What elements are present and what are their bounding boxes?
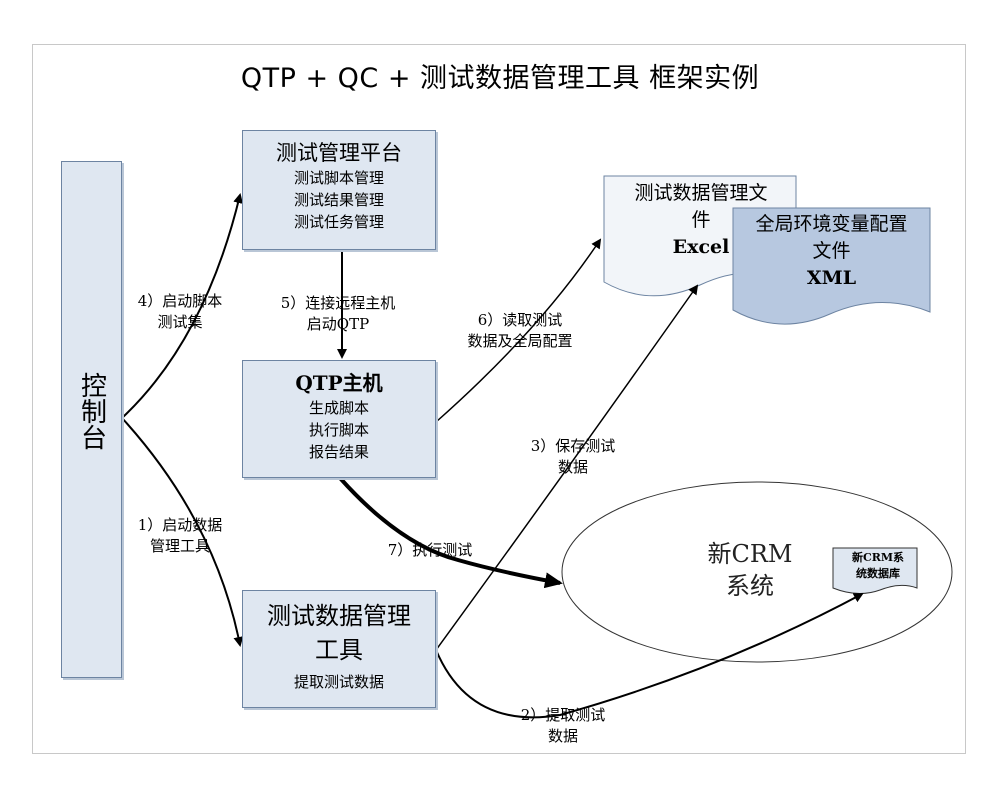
test-mgmt-platform-title: 测试管理平台 — [276, 141, 402, 165]
excel-doc-label: 测试数据管理文 件 Excel — [606, 180, 796, 261]
xml-doc-line: 文件 — [812, 240, 851, 262]
crm-db-label: 新CRM系 统数据库 — [838, 550, 918, 582]
arrow-1-label: 1）启动数据 管理工具 — [128, 515, 232, 557]
crm-db-shape — [832, 547, 918, 594]
xml-doc-line: 全局环境变量配置 — [755, 213, 908, 235]
arrow-2-label: 2）提取测试 数据 — [508, 705, 618, 747]
test-mgmt-platform-item: 测试任务管理 — [293, 213, 384, 231]
arrow-1-label-line: 1）启动数据 — [137, 516, 223, 534]
test-data-tool-title-line: 工具 — [315, 636, 363, 664]
arrow-4-label-line: 4）启动脚本 — [137, 292, 223, 310]
arrow-3-line — [435, 284, 699, 651]
xml-document-shape — [732, 207, 931, 325]
arrow-3-label-line: 3）保存测试 — [530, 437, 616, 455]
arrow-1-label-line: 管理工具 — [149, 537, 210, 555]
qtp-host-item: 执行脚本 — [308, 421, 369, 439]
crm-system-ellipse — [561, 481, 953, 663]
console-label: 控 制 台 — [62, 372, 121, 450]
arrow-6-line — [435, 238, 602, 423]
xml-doc-label: 全局环境变量配置 文件 XML — [733, 211, 930, 292]
arrow-5-label-line: 5）连接远程主机 — [280, 294, 396, 312]
crm-system-label: 新CRM 系统 — [690, 538, 810, 602]
arrow-4-label: 4）启动脚本 测试集 — [128, 291, 232, 333]
test-data-tool-title: 测试数据管理 工具 — [243, 599, 435, 667]
arrow-6-label: 6）读取测试 数据及全局配置 — [450, 310, 590, 352]
test-mgmt-platform-item: 测试脚本管理 — [293, 169, 384, 187]
crm-db-line: 统数据库 — [856, 567, 900, 580]
arrow-7-label: 7）执行测试 — [370, 540, 490, 561]
qtp-host-item: 生成脚本 — [308, 399, 369, 417]
arrow-2-line — [435, 593, 864, 719]
arrow-2-label-line: 2）提取测试 — [520, 706, 606, 724]
console-char: 台 — [76, 424, 107, 450]
arrow-2-label-line: 数据 — [547, 727, 578, 745]
console-char: 控 — [76, 372, 107, 398]
arrow-4-line — [121, 193, 243, 419]
test-data-tool-title-line: 测试数据管理 — [267, 602, 411, 630]
qtp-host-box: QTP主机 生成脚本 执行脚本 报告结果 — [242, 360, 436, 478]
test-data-tool-box: 测试数据管理 工具 提取测试数据 — [242, 590, 436, 708]
crm-system-line: 系统 — [726, 572, 774, 600]
arrow-1-line — [121, 417, 244, 647]
arrow-6-label-line: 数据及全局配置 — [467, 332, 573, 350]
arrow-3-label: 3）保存测试 数据 — [518, 436, 628, 478]
arrow-5-label: 5）连接远程主机 启动QTP — [268, 293, 408, 335]
arrow-4-label-line: 测试集 — [157, 313, 203, 331]
excel-doc-format: Excel — [672, 236, 730, 258]
diagram-title: QTP + QC + 测试数据管理工具 框架实例 — [240, 63, 760, 94]
qtp-host-title: QTP主机 — [295, 371, 383, 395]
crm-system-line: 新CRM — [707, 540, 793, 568]
test-mgmt-platform-box: 测试管理平台 测试脚本管理 测试结果管理 测试任务管理 — [242, 130, 436, 250]
arrow-7-label-line: 7）执行测试 — [387, 541, 473, 559]
console-box: 控 制 台 — [61, 161, 122, 678]
arrow-7-line — [338, 476, 563, 589]
test-mgmt-platform-item: 测试结果管理 — [293, 191, 384, 209]
xml-doc-format: XML — [806, 267, 857, 289]
qtp-host-item: 报告结果 — [308, 443, 369, 461]
crm-db-line: 新CRM系 — [851, 551, 905, 564]
excel-doc-line: 测试数据管理文 — [634, 182, 768, 204]
console-char: 制 — [76, 398, 107, 424]
arrow-3-label-line: 数据 — [557, 458, 588, 476]
excel-doc-line: 件 — [691, 209, 711, 231]
test-data-tool-item: 提取测试数据 — [293, 673, 384, 691]
arrow-5-label-line: 启动QTP — [306, 315, 370, 333]
arrow-6-label-line: 6）读取测试 — [477, 311, 563, 329]
